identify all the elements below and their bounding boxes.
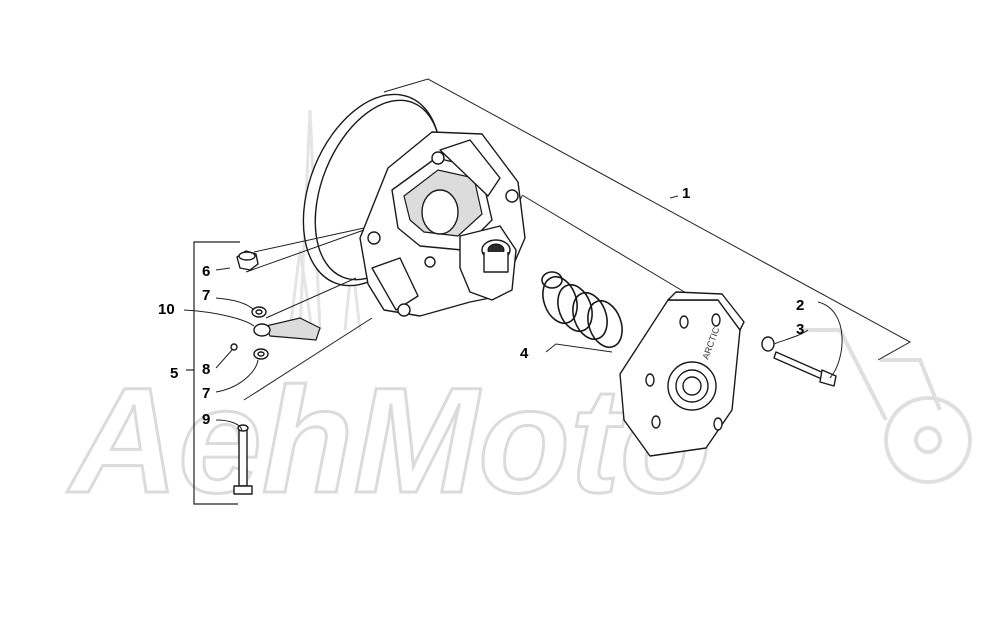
- washer-part-7-upper: [251, 306, 267, 318]
- callout-8: 8: [202, 361, 210, 378]
- callout-6: 6: [202, 263, 210, 280]
- clutch-housing: [359, 131, 526, 317]
- watermark-motorcycle-icon: [800, 328, 972, 484]
- washer-part-7-lower: [253, 348, 269, 360]
- watermark-text: AehMoto: [66, 356, 712, 524]
- callout-2: 2: [796, 297, 804, 314]
- callout-labels: 1 2 3 4 5 6 7 7 8 9 10: [158, 185, 804, 428]
- bolt-part-2: [773, 351, 837, 387]
- group-5-bracket: [186, 241, 240, 505]
- nut-part-6: [236, 250, 259, 271]
- callout-4: 4: [520, 345, 529, 362]
- pin-part-9: [233, 424, 253, 495]
- callout-9: 9: [202, 411, 210, 428]
- callout-7-lower: 7: [202, 385, 210, 402]
- callout-3: 3: [796, 321, 804, 338]
- cam-arm-part-10: [253, 317, 321, 341]
- clutch-spring: [541, 271, 623, 349]
- callout-5: 5: [170, 365, 178, 382]
- watermark: AehMoto: [65, 109, 972, 526]
- leader-lines: [183, 195, 843, 431]
- washer-part-3: [761, 336, 775, 352]
- bushing-part-8: [230, 343, 238, 351]
- callout-7-upper: 7: [202, 287, 210, 304]
- callout-10: 10: [158, 301, 175, 318]
- callout-1: 1: [682, 185, 690, 202]
- clutch-cover-plate: ARCTIC: [619, 291, 745, 457]
